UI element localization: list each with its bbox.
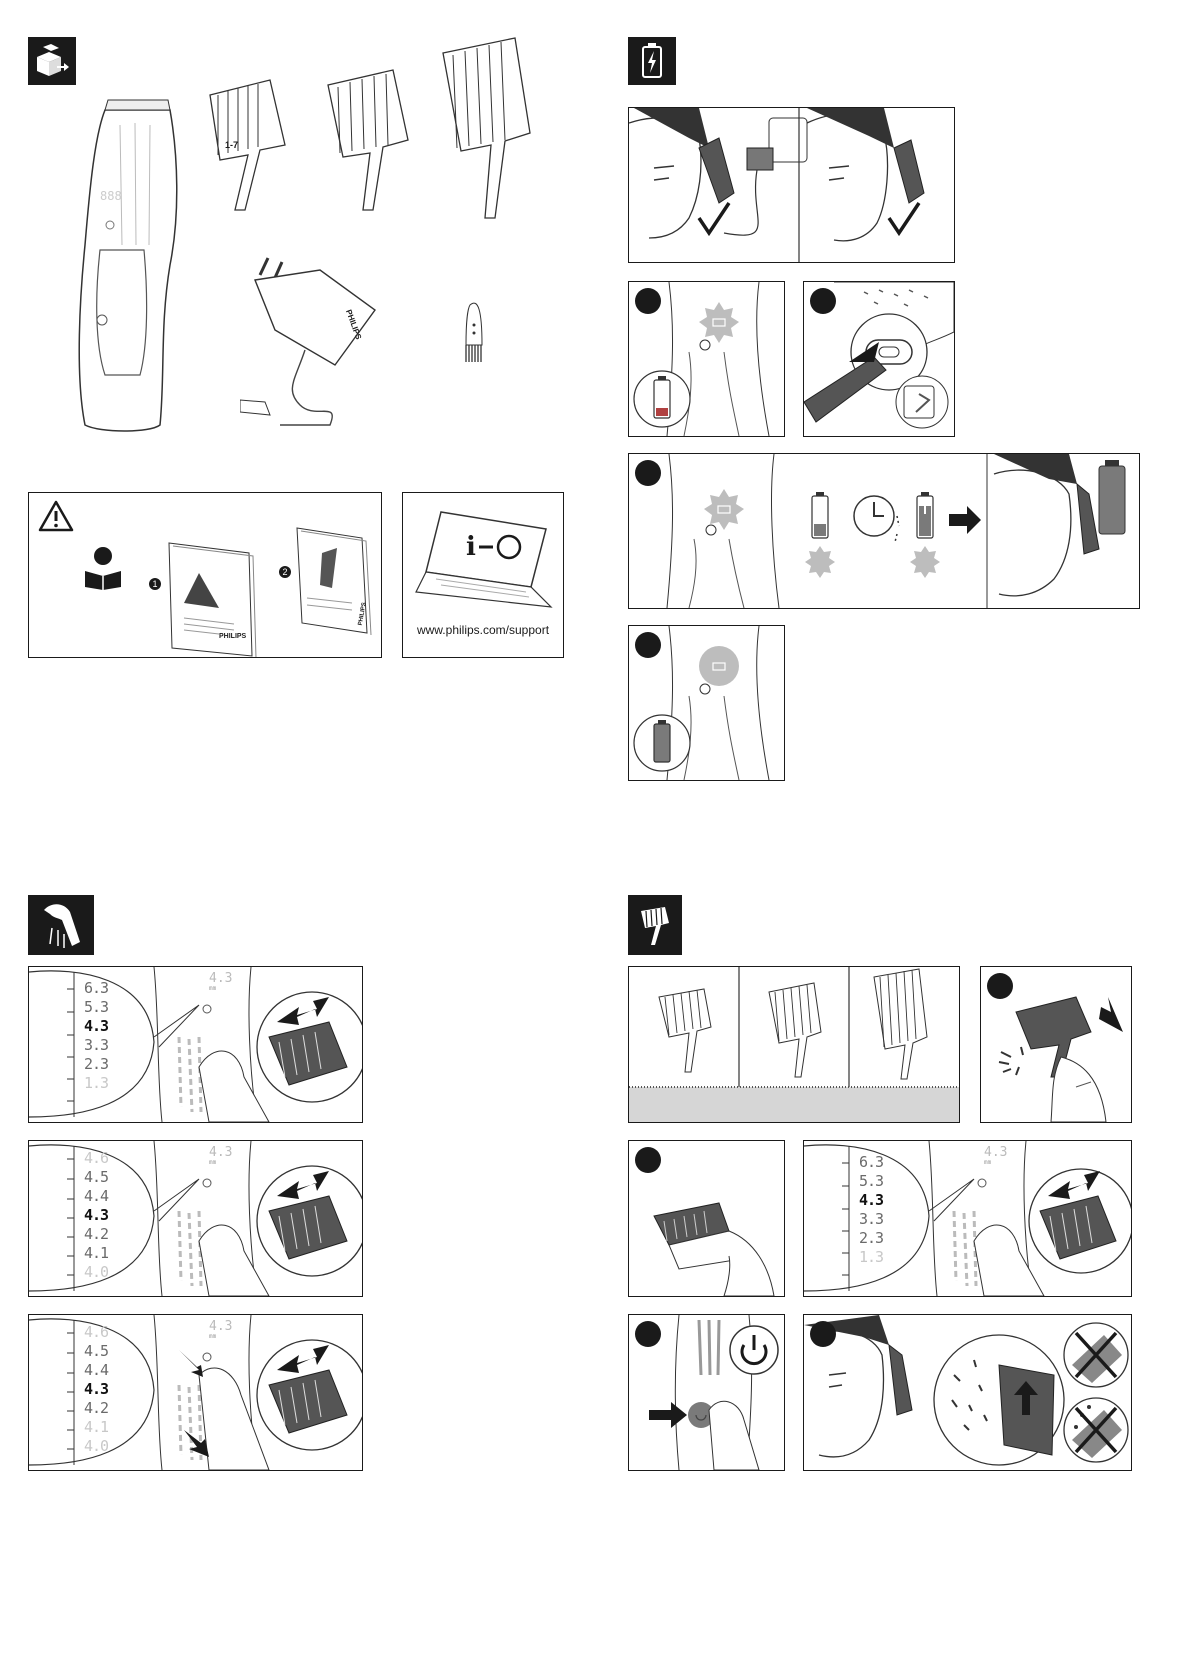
length-item-selected: 4.3 xyxy=(84,1206,108,1225)
length-item: 1.3 xyxy=(84,1074,108,1093)
battery-charge-icon xyxy=(628,37,676,85)
reading-person-icon xyxy=(81,545,126,590)
step-badge xyxy=(810,288,836,314)
step2-marker: 2 xyxy=(279,566,291,578)
finger-touch-icon xyxy=(28,895,94,955)
length-item-selected: 4.3 xyxy=(84,1380,108,1399)
low-battery-panel xyxy=(628,281,785,437)
precision-panel-slide: 4.6 4.5 4.4 4.3 4.2 4.1 4.0 4.3 mm xyxy=(28,1314,363,1471)
length-item: 4.1 xyxy=(84,1418,108,1437)
trimming-direction-panel xyxy=(803,1314,1132,1471)
precision-panel-coarse: 6.3 5.3 4.3 3.3 2.3 1.3 4.3 mm xyxy=(28,966,363,1123)
power-adapter-illustration xyxy=(240,240,400,450)
cleaning-brush-illustration xyxy=(460,300,490,370)
support-url[interactable]: www.philips.com/support xyxy=(403,623,563,637)
corded-use-panel xyxy=(628,107,955,263)
length-item: 6.3 xyxy=(84,979,108,998)
laptop-illustration: i xyxy=(411,507,556,617)
comb-attached-panel xyxy=(628,1140,785,1297)
length-item: 4.1 xyxy=(84,1244,108,1263)
length-item: 4.4 xyxy=(84,1361,108,1380)
safety-booklet-brand: PHILIPS xyxy=(219,633,246,640)
length-item: 4.5 xyxy=(84,1342,108,1361)
length-item: 3.3 xyxy=(84,1036,108,1055)
svg-text:i: i xyxy=(466,532,476,562)
readout-unit: mm xyxy=(984,1160,1007,1166)
comb-small-illustration xyxy=(200,75,290,215)
attach-comb-panel xyxy=(980,966,1132,1123)
readout-unit: mm xyxy=(209,1160,232,1166)
comb-medium-illustration xyxy=(318,65,413,215)
comb-lengths-panel xyxy=(628,966,960,1123)
readout-unit: mm xyxy=(209,986,232,992)
step-badge xyxy=(635,288,661,314)
length-item: 1.3 xyxy=(859,1248,883,1267)
length-item: 2.3 xyxy=(84,1055,108,1074)
unpack-box-icon xyxy=(28,37,76,85)
charging-progress-panel xyxy=(628,453,1140,609)
length-item: 4.0 xyxy=(84,1437,108,1456)
length-list: 4.6 4.5 4.4 4.3 4.2 4.1 4.0 xyxy=(84,1323,108,1456)
length-item: 4.4 xyxy=(84,1187,108,1206)
comb-setting-panel: 6.3 5.3 4.3 3.3 2.3 1.3 4.3 mm xyxy=(803,1140,1132,1297)
readout-value: 4.3 xyxy=(209,1145,232,1160)
length-readout: 4.3 mm xyxy=(209,1145,232,1166)
step-badge xyxy=(635,1321,661,1347)
warning-icon xyxy=(37,499,75,533)
safety-panel: 1 PHILIPS 2 PHILIPS xyxy=(28,492,382,658)
power-on-panel xyxy=(628,1314,785,1471)
readout-value: 4.3 xyxy=(984,1145,1007,1160)
readout-value: 4.3 xyxy=(209,1319,232,1334)
length-item: 4.0 xyxy=(84,1263,108,1282)
length-item: 5.3 xyxy=(859,1172,883,1191)
length-readout: 4.3 mm xyxy=(984,1145,1007,1166)
clipper-illustration: 888 xyxy=(60,95,190,440)
length-item: 4.5 xyxy=(84,1168,108,1187)
safety-booklet-illustration xyxy=(164,538,264,658)
length-item: 3.3 xyxy=(859,1210,883,1229)
battery-full-panel xyxy=(628,625,785,781)
length-item: 4.6 xyxy=(84,1149,108,1168)
step-badge xyxy=(987,973,1013,999)
length-item: 6.3 xyxy=(859,1153,883,1172)
precision-panel-fine: 4.6 4.5 4.4 4.3 4.2 4.1 4.0 4.3 mm xyxy=(28,1140,363,1297)
step-badge xyxy=(635,632,661,658)
comb-icon xyxy=(628,895,682,955)
step-badge xyxy=(635,460,661,486)
step-badge xyxy=(635,1147,661,1173)
charging-socket-panel xyxy=(803,281,955,437)
length-item-selected: 4.3 xyxy=(84,1017,108,1036)
length-list: 4.6 4.5 4.4 4.3 4.2 4.1 4.0 xyxy=(84,1149,108,1282)
readout-unit: mm xyxy=(209,1334,232,1340)
support-panel: i www.philips.com/support xyxy=(402,492,564,658)
step1-marker: 1 xyxy=(149,578,161,590)
length-list: 6.3 5.3 4.3 3.3 2.3 1.3 xyxy=(859,1153,883,1267)
length-item: 4.6 xyxy=(84,1323,108,1342)
readout-value: 4.3 xyxy=(209,971,232,986)
comb-large-illustration xyxy=(435,33,535,223)
length-item: 4.2 xyxy=(84,1225,108,1244)
svg-text:888: 888 xyxy=(100,189,122,203)
length-readout: 4.3 mm xyxy=(209,1319,232,1340)
length-readout: 4.3 mm xyxy=(209,971,232,992)
length-list: 6.3 5.3 4.3 3.3 2.3 1.3 xyxy=(84,979,108,1093)
comb-size-label: 1-7 xyxy=(225,140,238,150)
length-item: 4.2 xyxy=(84,1399,108,1418)
length-item: 2.3 xyxy=(859,1229,883,1248)
step-badge xyxy=(810,1321,836,1347)
length-item: 5.3 xyxy=(84,998,108,1017)
length-item-selected: 4.3 xyxy=(859,1191,883,1210)
